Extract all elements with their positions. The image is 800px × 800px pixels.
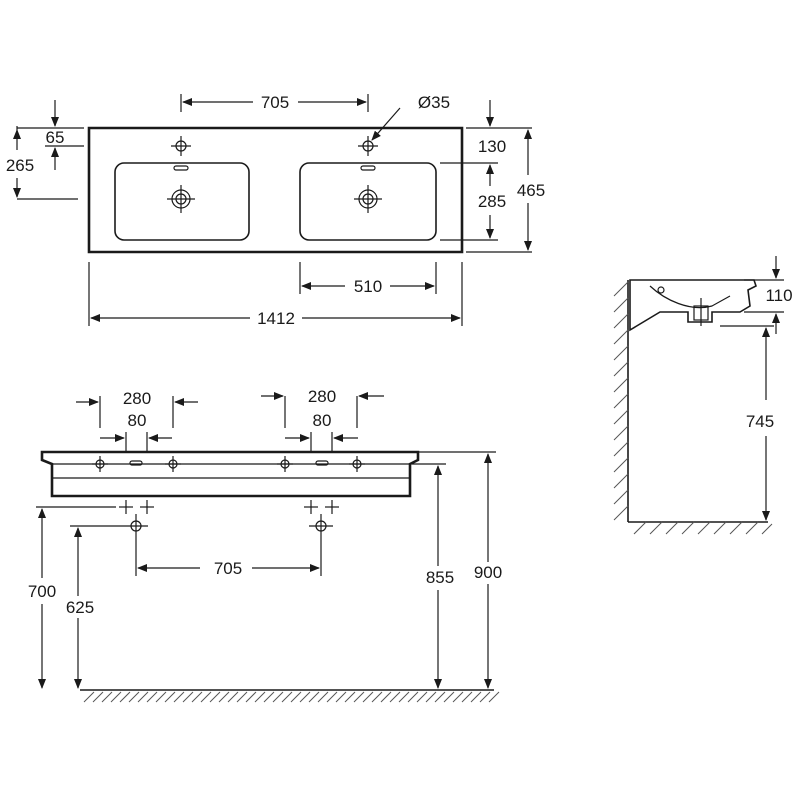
right-overflow bbox=[360, 165, 376, 171]
dim-hole-spacing: 705 bbox=[261, 93, 289, 112]
dim-left-280: 280 bbox=[123, 389, 151, 408]
dim-right-80: 80 bbox=[313, 411, 332, 430]
dim-bowl-width: 510 bbox=[354, 277, 382, 296]
side-floor-hatching bbox=[633, 521, 773, 535]
side-view: 110 745 bbox=[613, 256, 793, 535]
front-floor-hatching bbox=[83, 691, 500, 703]
dim-right-280: 280 bbox=[308, 387, 336, 406]
dim-waste-spacing: 705 bbox=[214, 559, 242, 578]
dim-total-depth: 465 bbox=[517, 181, 545, 200]
right-bowl bbox=[299, 162, 437, 241]
dim-tap-offset: 65 bbox=[46, 128, 65, 147]
dim-top-height: 900 bbox=[474, 563, 502, 582]
dim-bowl-depth: 285 bbox=[478, 192, 506, 211]
right-drain bbox=[354, 185, 382, 213]
dim-total-width: 1412 bbox=[257, 309, 295, 328]
right-tap-hole bbox=[358, 136, 378, 156]
left-drain bbox=[167, 185, 195, 213]
top-view-outline bbox=[87, 126, 464, 254]
dim-hole-diameter: Ø35 bbox=[418, 93, 450, 112]
front-view-top bbox=[40, 450, 420, 498]
dim-basin-centre: 265 bbox=[6, 156, 34, 175]
left-tap-hole bbox=[171, 136, 191, 156]
top-view: 705 Ø35 65 265 130 285 465 510 bbox=[6, 93, 545, 328]
front-view: 280 80 280 80 705 700 625 bbox=[28, 387, 502, 703]
wall-hatching bbox=[613, 281, 629, 521]
basin-section bbox=[629, 279, 757, 332]
front-tap-marks bbox=[92, 456, 365, 472]
left-overflow bbox=[173, 165, 189, 171]
dim-underside-height: 855 bbox=[426, 568, 454, 587]
supply-markers bbox=[119, 500, 339, 514]
dim-basin-height: 110 bbox=[765, 286, 792, 305]
dim-back-to-bowl: 130 bbox=[478, 137, 506, 156]
dim-supply-height: 700 bbox=[28, 582, 56, 601]
dim-mount-height: 745 bbox=[746, 412, 774, 431]
waste-markers bbox=[124, 514, 333, 538]
left-bowl bbox=[114, 162, 250, 241]
dim-left-80: 80 bbox=[128, 411, 147, 430]
dim-waste-height: 625 bbox=[66, 598, 94, 617]
